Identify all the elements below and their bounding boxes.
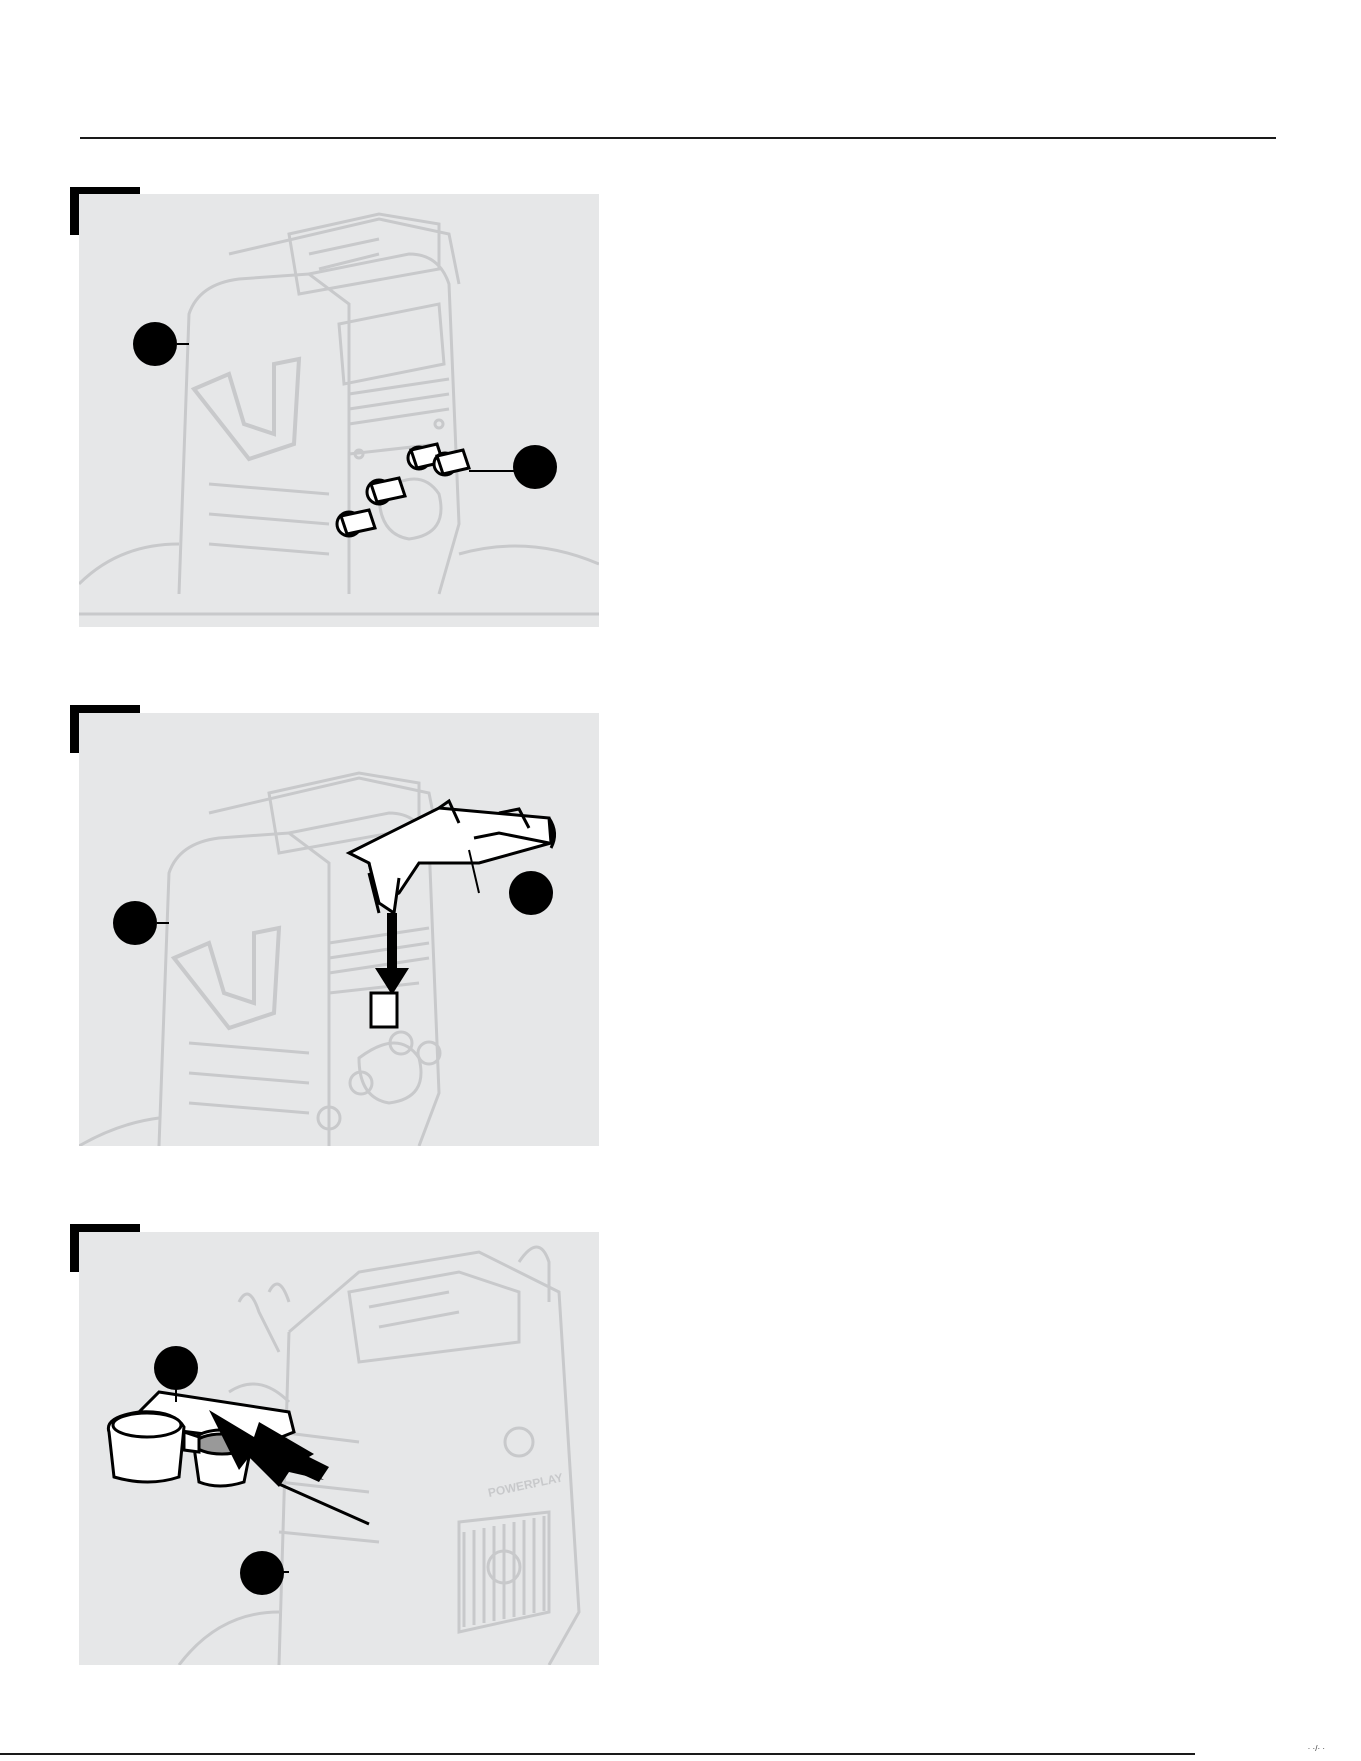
callout-2a bbox=[509, 871, 553, 915]
callout-3b bbox=[240, 1551, 284, 1595]
footer-rule bbox=[0, 1753, 1195, 1755]
footer-mark: · ·/· · bbox=[1308, 1744, 1325, 1753]
figure-2-illustration bbox=[79, 713, 599, 1146]
callout-3a bbox=[154, 1346, 198, 1390]
down-arrow bbox=[375, 913, 409, 995]
bracket-mount-slot bbox=[371, 993, 397, 1027]
wall-hook-outline bbox=[174, 928, 279, 1028]
figure-1-panel bbox=[79, 194, 599, 627]
brand-logo: POWERPLAY bbox=[487, 1470, 564, 1500]
wall-hook-outline bbox=[194, 359, 299, 459]
pressure-washer-body bbox=[79, 773, 439, 1146]
figure-1-illustration bbox=[79, 194, 599, 627]
figure-2-panel bbox=[79, 713, 599, 1146]
header-rule bbox=[80, 137, 1276, 139]
figure-3-panel: POWERPLAY bbox=[79, 1232, 599, 1665]
callout-1b bbox=[513, 445, 557, 489]
callout-2b bbox=[113, 901, 157, 945]
callout-1a bbox=[133, 322, 177, 366]
figure-3-illustration: POWERPLAY bbox=[79, 1232, 599, 1665]
pressure-washer-body bbox=[79, 214, 599, 614]
